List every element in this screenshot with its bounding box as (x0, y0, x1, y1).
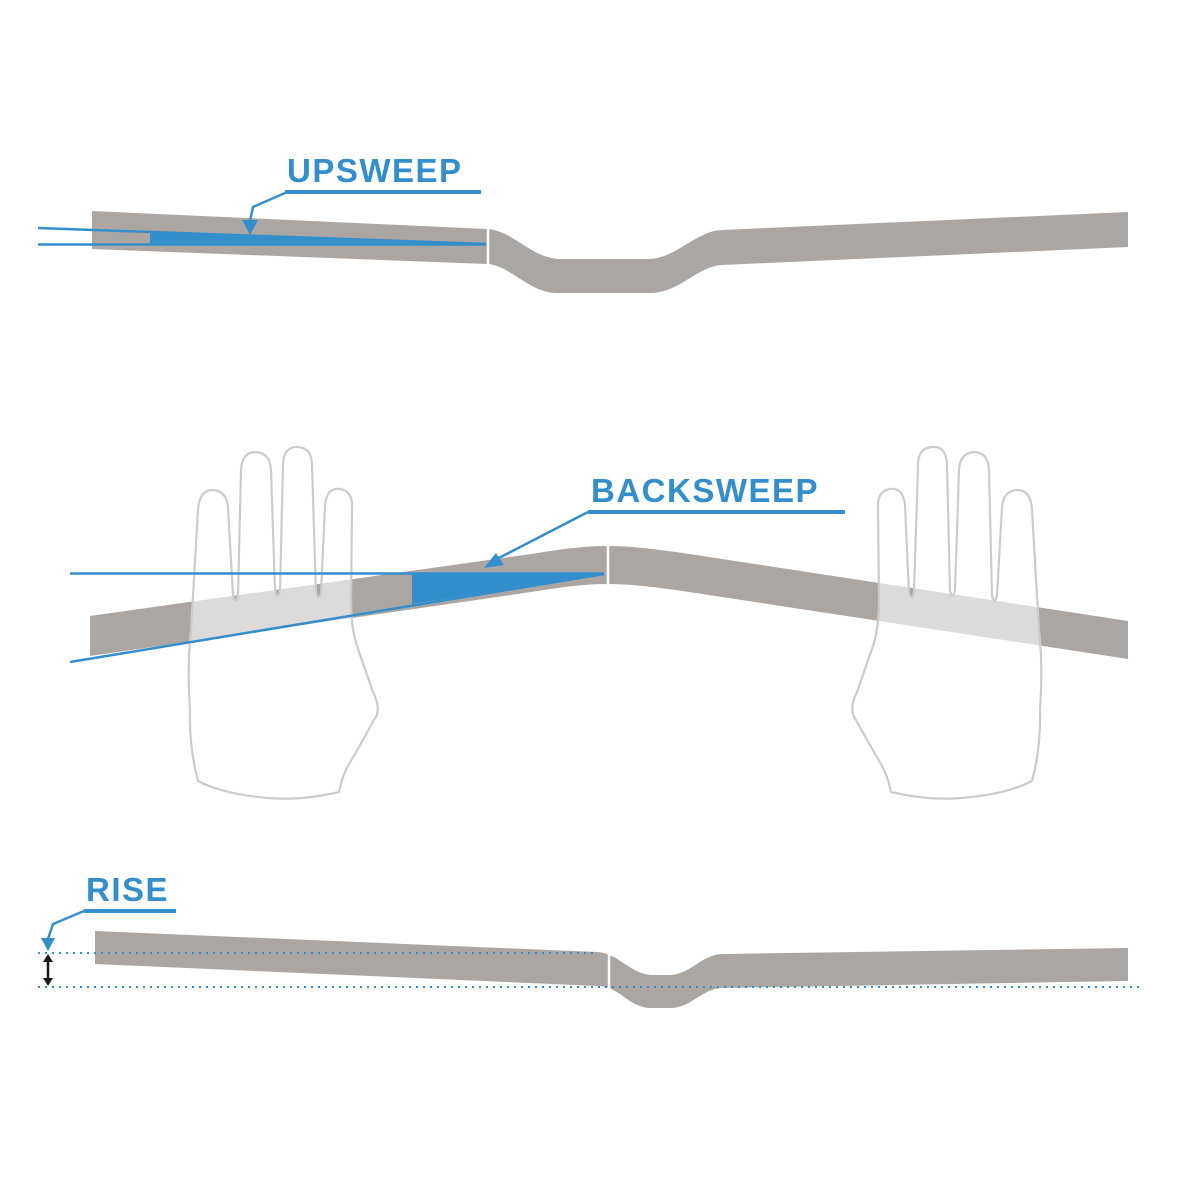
upsweep-pointer-arrowhead-icon (242, 220, 258, 235)
rise-diagram (38, 909, 1140, 1010)
rise-label: RISE (86, 871, 170, 908)
rise-pointer-line (46, 909, 85, 940)
backsweep-label: BACKSWEEP (591, 472, 820, 509)
upsweep-label: UPSWEEP (287, 152, 463, 189)
upsweep-axis-line (37, 226, 487, 246)
rise-pointer-arrowhead-icon (41, 938, 55, 951)
right-hand-outline (851, 445, 1043, 800)
rise-measure-up-arrowhead-icon (43, 954, 53, 962)
handlebar-front-view-rise (95, 931, 1128, 1008)
backsweep-axis-line (69, 572, 605, 664)
left-hand-outline (187, 445, 379, 800)
upsweep-pointer-line (248, 191, 286, 222)
backsweep-pointer-line (496, 510, 589, 561)
rise-measure-down-arrowhead-icon (43, 978, 53, 986)
handlebar-front-view (92, 211, 1128, 293)
backsweep-pointer-arrowhead-icon (484, 553, 504, 568)
backsweep-diagram (69, 445, 1128, 800)
upsweep-diagram (37, 190, 1128, 293)
